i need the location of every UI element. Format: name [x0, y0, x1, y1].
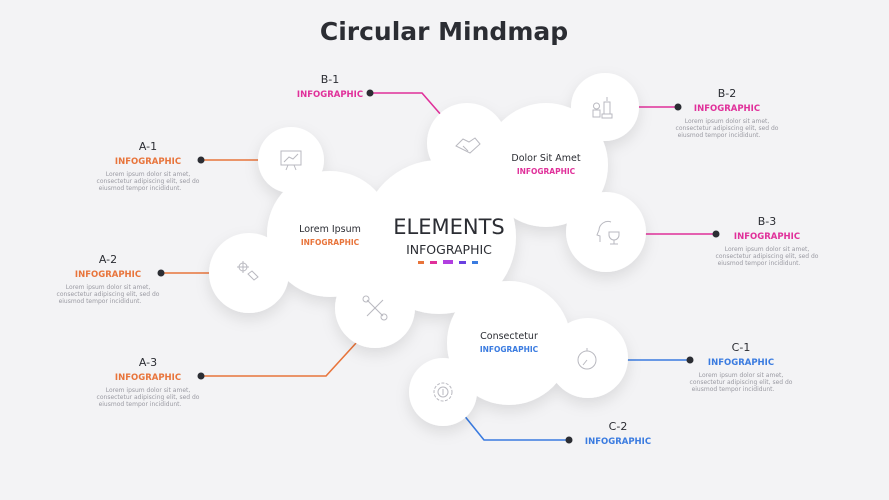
swatch-purple	[443, 260, 453, 264]
node-subtitle: INFOGRAPHIC	[115, 373, 181, 383]
node-desc: consectetur adipiscing elit, sed do	[690, 379, 793, 386]
node-subtitle: INFOGRAPHIC	[585, 437, 651, 447]
node-label: C-2	[609, 420, 628, 433]
dot-c2	[565, 436, 573, 444]
dot-b3	[712, 230, 720, 238]
dot-a1	[197, 156, 205, 164]
node-desc: eiusmod tempor incididunt.	[692, 386, 775, 393]
node-label: B-3	[758, 215, 777, 228]
node-desc: consectetur adipiscing elit, sed do	[97, 394, 200, 401]
swatch-blue	[472, 261, 478, 264]
node-label: A-1	[139, 140, 157, 153]
node-subtitle: INFOGRAPHIC	[708, 358, 774, 368]
node-b3: B-3 INFOGRAPHIC Lorem ipsum dolor sit am…	[716, 215, 819, 267]
node-b1: B-1 INFOGRAPHIC	[297, 73, 363, 100]
node-label: C-1	[732, 341, 751, 354]
node-label: B-1	[321, 73, 340, 86]
hand-target-icon	[237, 261, 259, 281]
circle-b2[interactable]	[571, 73, 639, 141]
head-trophy-icon	[596, 221, 620, 245]
node-desc: eiusmod tempor incididunt.	[718, 260, 801, 267]
node-desc: consectetur adipiscing elit, sed do	[676, 125, 779, 132]
node-desc: Lorem ipsum dolor sit amet,	[699, 372, 784, 379]
node-desc: eiusmod tempor incididunt.	[99, 185, 182, 192]
swatch-indigo	[459, 261, 466, 264]
node-desc: Lorem ipsum dolor sit amet,	[66, 284, 151, 291]
node-c2: C-2 INFOGRAPHIC	[585, 420, 651, 447]
tools-icon	[362, 295, 388, 321]
swatch-pink	[430, 261, 437, 264]
hub-subtitle: INFOGRAPHIC	[301, 238, 360, 247]
node-subtitle: INFOGRAPHIC	[734, 232, 800, 242]
center-subtitle: INFOGRAPHIC	[406, 242, 492, 257]
node-subtitle: INFOGRAPHIC	[297, 90, 363, 100]
page-title: Circular Mindmap	[320, 17, 568, 46]
node-subtitle: INFOGRAPHIC	[75, 270, 141, 280]
presentation-chart-icon	[280, 150, 302, 171]
node-label: A-3	[139, 356, 157, 369]
node-a2: A-2 INFOGRAPHIC Lorem ipsum dolor sit am…	[57, 253, 160, 305]
handshake-icon	[455, 137, 481, 154]
center-title: ELEMENTS	[393, 215, 505, 239]
dot-a3	[197, 372, 205, 380]
connector-b1	[370, 92, 443, 117]
center-circle[interactable]	[362, 160, 516, 314]
node-a1: A-1 INFOGRAPHIC Lorem ipsum dolor sit am…	[97, 140, 200, 192]
node-subtitle: INFOGRAPHIC	[694, 104, 760, 114]
node-desc: consectetur adipiscing elit, sed do	[716, 253, 819, 260]
circle-b3[interactable]	[566, 192, 646, 272]
dot-b1	[366, 89, 374, 97]
node-b2: B-2 INFOGRAPHIC Lorem ipsum dolor sit am…	[676, 87, 779, 139]
node-label: B-2	[718, 87, 737, 100]
node-subtitle: INFOGRAPHIC	[115, 157, 181, 167]
stopwatch-icon	[577, 348, 597, 370]
hub-subtitle: INFOGRAPHIC	[517, 167, 576, 176]
hub-consectetur[interactable]	[447, 281, 571, 405]
node-desc: Lorem ipsum dolor sit amet,	[725, 246, 810, 253]
node-desc: eiusmod tempor incididunt.	[678, 132, 761, 139]
node-desc: eiusmod tempor incididunt.	[99, 401, 182, 408]
node-desc: consectetur adipiscing elit, sed do	[97, 178, 200, 185]
node-desc: consectetur adipiscing elit, sed do	[57, 291, 160, 298]
hub-title: Consectetur	[480, 331, 538, 342]
node-desc: Lorem ipsum dolor sit amet,	[685, 118, 770, 125]
hub-title: Lorem Ipsum	[299, 224, 361, 235]
hub-subtitle: INFOGRAPHIC	[480, 345, 539, 354]
hub-dolor-sit-amet[interactable]	[484, 103, 608, 227]
dot-b2	[674, 103, 682, 111]
node-a3: A-3 INFOGRAPHIC Lorem ipsum dolor sit am…	[97, 356, 200, 408]
connector-c2	[462, 413, 569, 441]
hub-title: Dolor Sit Amet	[511, 153, 581, 164]
dot-a2	[157, 269, 165, 277]
hub-lorem-ipsum[interactable]	[267, 171, 393, 297]
connector-a3	[201, 341, 358, 377]
node-label: A-2	[99, 253, 117, 266]
swatch-orange	[418, 261, 424, 264]
node-c1: C-1 INFOGRAPHIC Lorem ipsum dolor sit am…	[690, 341, 793, 393]
circle-c1[interactable]	[548, 318, 628, 398]
node-desc: Lorem ipsum dolor sit amet,	[106, 171, 191, 178]
color-legend	[418, 260, 478, 264]
dot-c1	[686, 356, 694, 364]
gear-dollar-icon	[433, 382, 453, 402]
node-desc: eiusmod tempor incididunt.	[59, 298, 142, 305]
node-desc: Lorem ipsum dolor sit amet,	[106, 387, 191, 394]
chess-icon	[592, 97, 613, 119]
